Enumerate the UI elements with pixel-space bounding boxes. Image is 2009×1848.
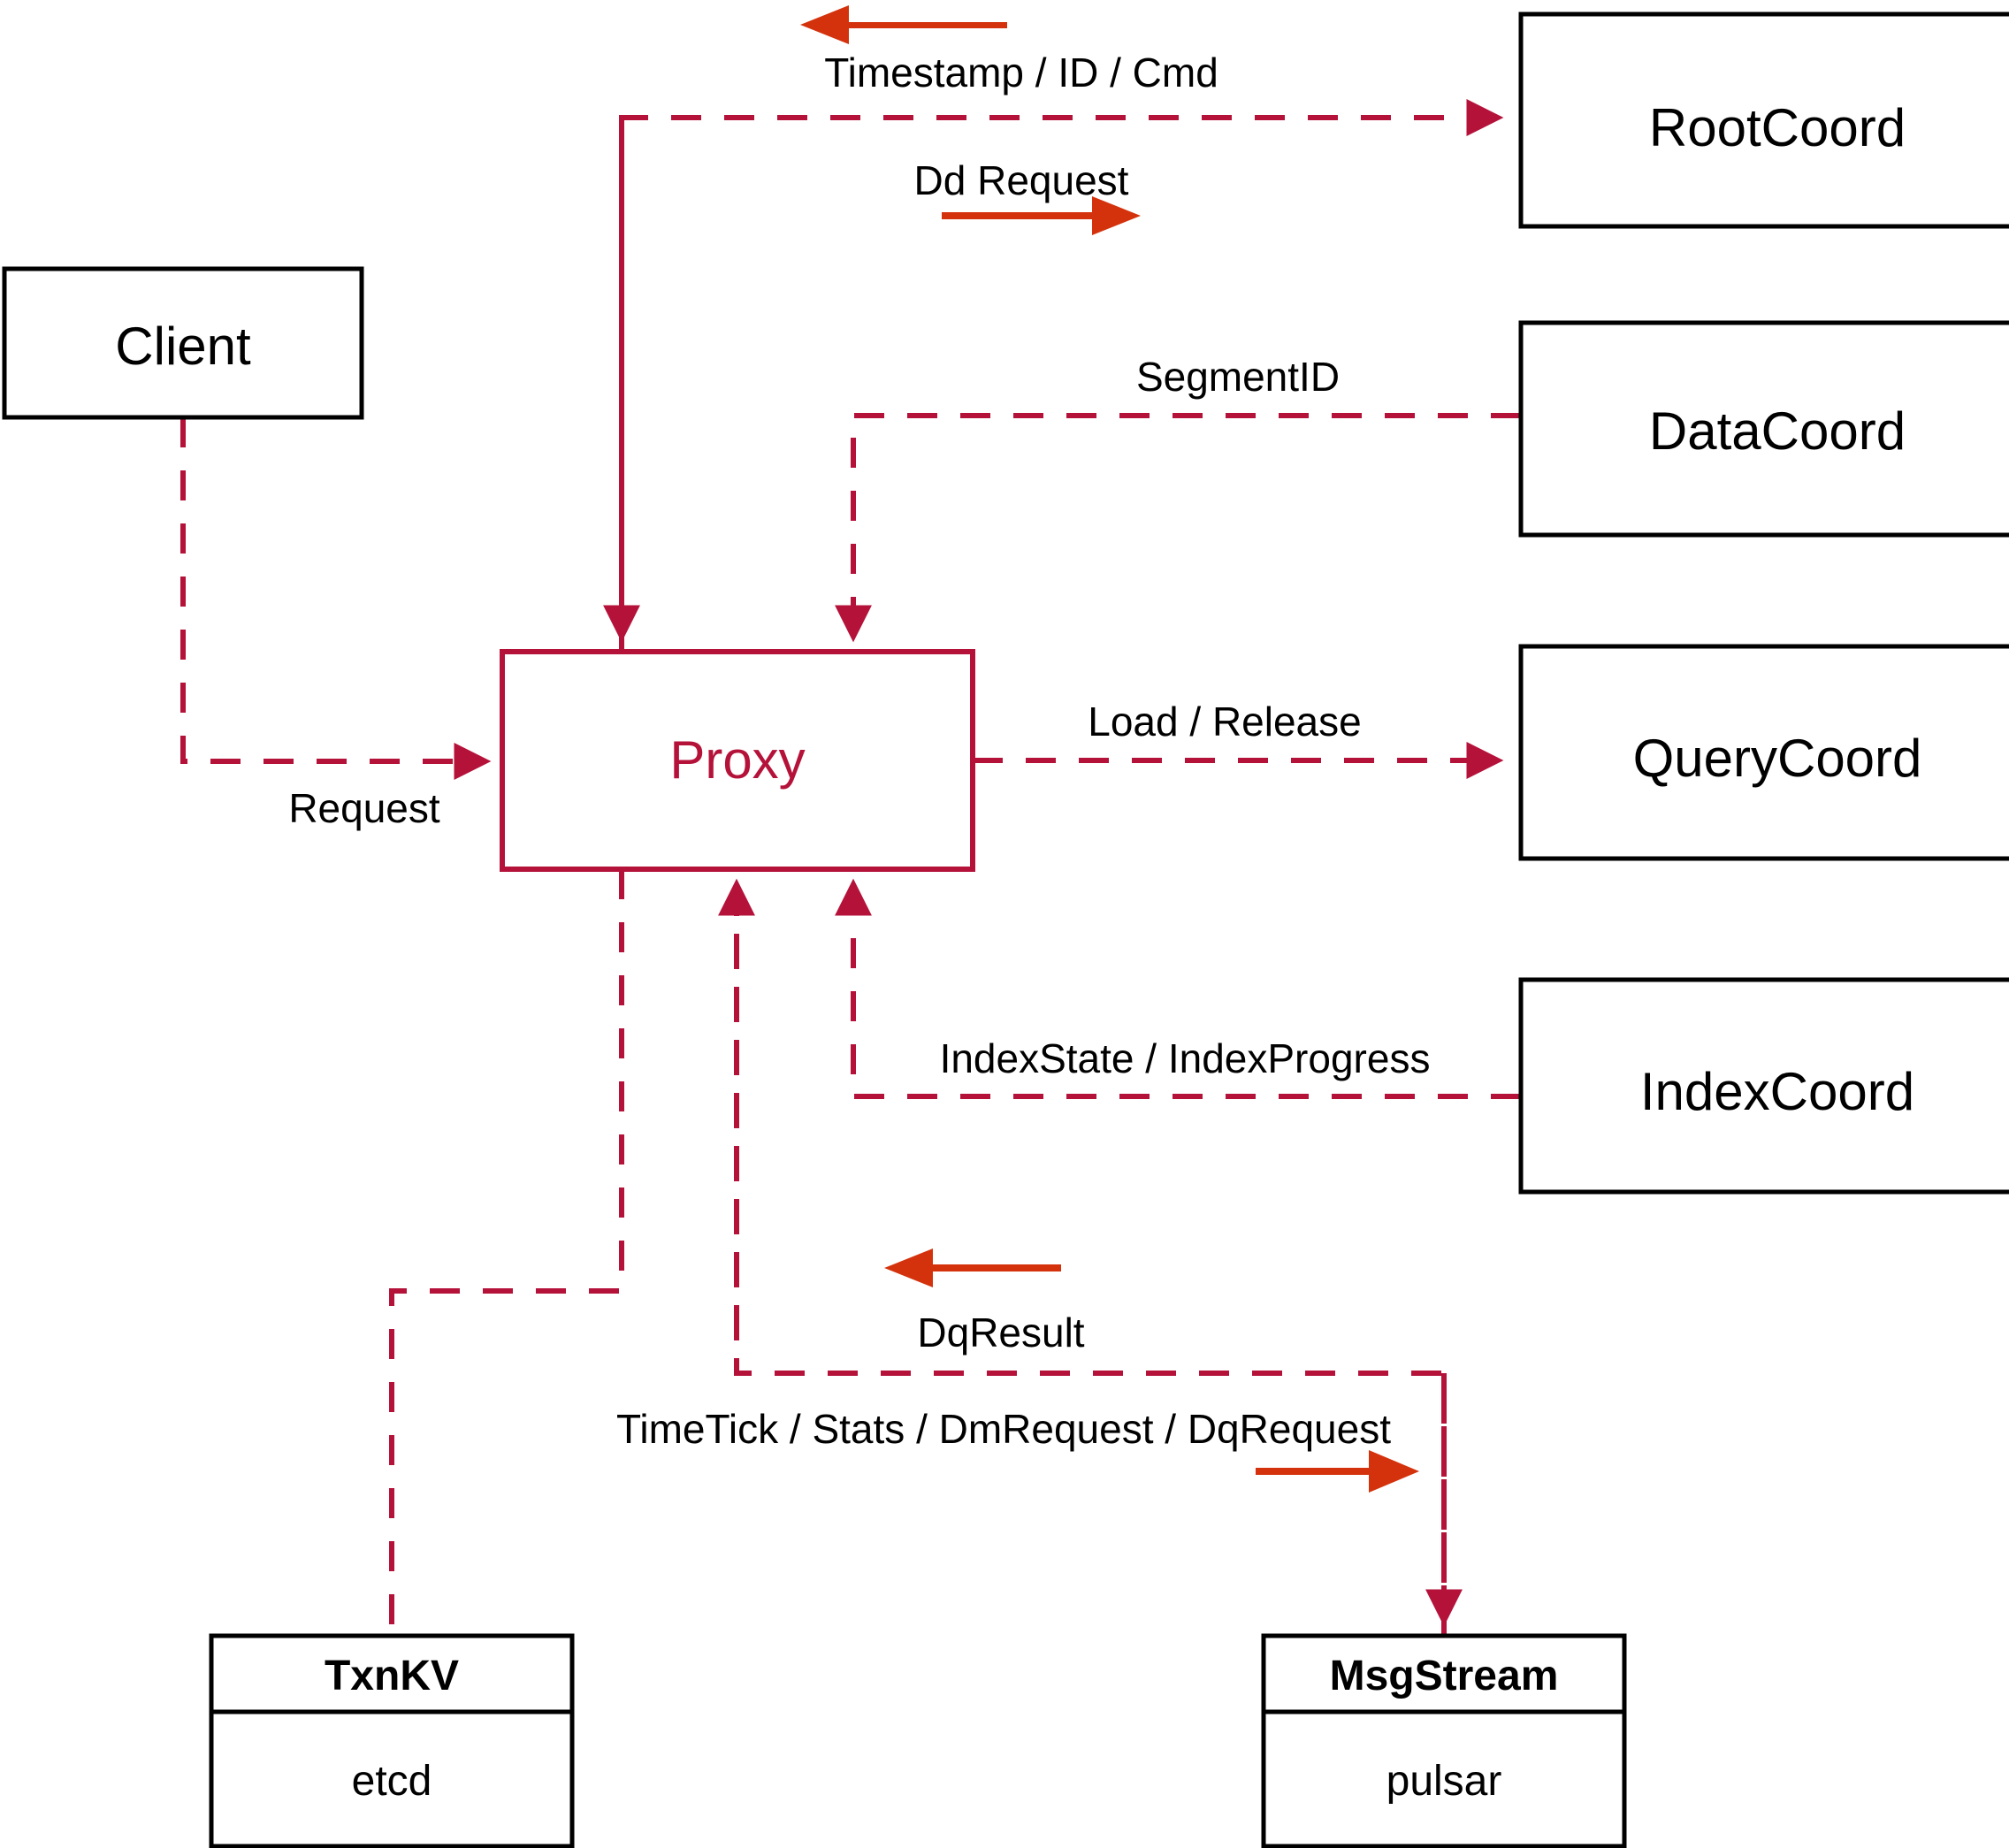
node-datacoord-label: DataCoord	[1649, 401, 1906, 461]
node-msgstream-body: pulsar	[1386, 1758, 1502, 1805]
node-txnkv-title: TxnKV	[325, 1653, 459, 1699]
edge-datacoord-to-proxy	[835, 413, 1521, 643]
node-msgstream-title: MsgStream	[1330, 1653, 1559, 1699]
node-querycoord-label: QueryCoord	[1633, 729, 1922, 788]
node-rootcoord-label: RootCoord	[1649, 98, 1906, 157]
node-client-label: Client	[115, 317, 251, 376]
edge-label-index-state-progress: IndexState / IndexProgress	[940, 1035, 1431, 1081]
node-client[interactable]: Client	[2, 266, 364, 420]
annotation-arrow-dd-request-right	[942, 196, 1141, 235]
edge-label-timestamp-id-cmd: Timestamp / ID / Cmd	[824, 50, 1218, 95]
node-proxy-label: Proxy	[669, 730, 805, 790]
node-txnkv[interactable]: TxnKV etcd	[209, 1633, 575, 1848]
node-indexcoord-label: IndexCoord	[1640, 1062, 1914, 1121]
annotation-arrow-dqresult-left	[884, 1249, 1061, 1287]
edge-label-load-release: Load / Release	[1088, 699, 1361, 745]
edge-label-dq-result: DqResult	[917, 1310, 1084, 1355]
edge-client-to-proxy	[180, 417, 492, 780]
edge-proxy-to-txnkv	[389, 869, 624, 1636]
node-txnkv-body: etcd	[352, 1758, 432, 1805]
edge-label-request: Request	[288, 785, 440, 831]
node-querycoord[interactable]: QueryCoord	[1518, 644, 2009, 861]
edge-indexcoord-to-proxy	[835, 878, 1521, 1099]
node-rootcoord[interactable]: RootCoord	[1518, 11, 2009, 229]
edge-label-dd-request: Dd Request	[914, 157, 1129, 203]
annotation-arrow-timetick-right	[1256, 1450, 1419, 1493]
edge-label-segment-id: SegmentID	[1136, 354, 1340, 400]
annotation-arrow-timestamp-left	[800, 5, 1007, 44]
node-msgstream[interactable]: MsgStream pulsar	[1261, 1633, 1627, 1848]
edge-label-timetick-stats: TimeTick / Stats / DmRequest / DqRequest	[616, 1406, 1391, 1452]
node-proxy[interactable]: Proxy	[500, 649, 975, 872]
node-datacoord[interactable]: DataCoord	[1518, 320, 2009, 538]
node-indexcoord[interactable]: IndexCoord	[1518, 977, 2009, 1195]
edge-proxy-to-rootcoord	[603, 99, 1504, 652]
edge-proxy-msgstream	[718, 878, 1463, 1636]
